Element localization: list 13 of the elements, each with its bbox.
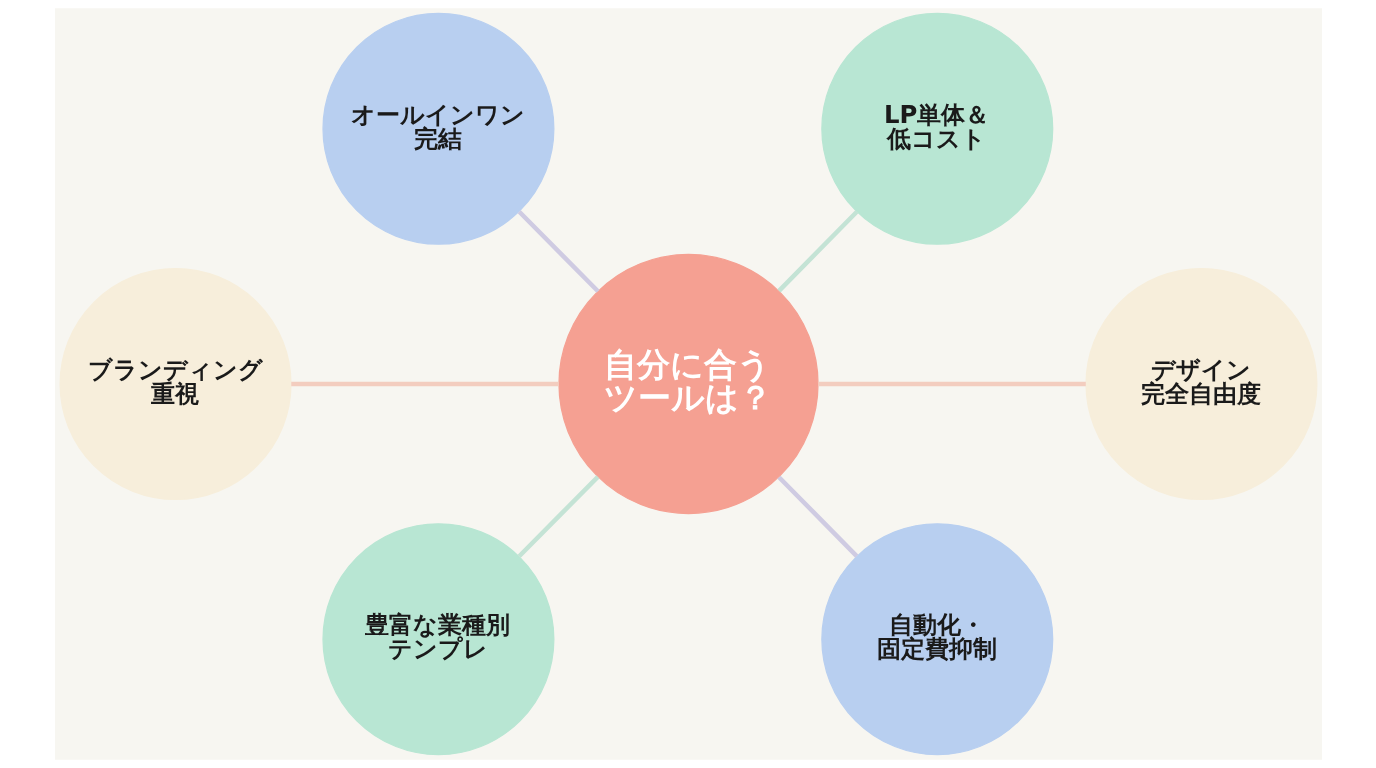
node-circle: 豊富な業種別テンプレ: [321, 523, 554, 756]
connector: [517, 475, 599, 558]
node-circle: ブランディング重視: [59, 267, 292, 501]
node-circle: デザイン完全自由度: [1084, 267, 1317, 501]
node-circle: 自分に合うツールは？: [557, 253, 819, 515]
node-circle: LP単体＆低コスト: [820, 12, 1053, 245]
connector: [817, 381, 1086, 387]
connector: [290, 381, 559, 387]
node-circle: オールインワン完結: [321, 12, 554, 245]
node-circle: 自動化・固定費抑制: [820, 523, 1053, 756]
connector: [776, 475, 858, 558]
connector: [776, 210, 858, 293]
connector: [517, 210, 600, 293]
